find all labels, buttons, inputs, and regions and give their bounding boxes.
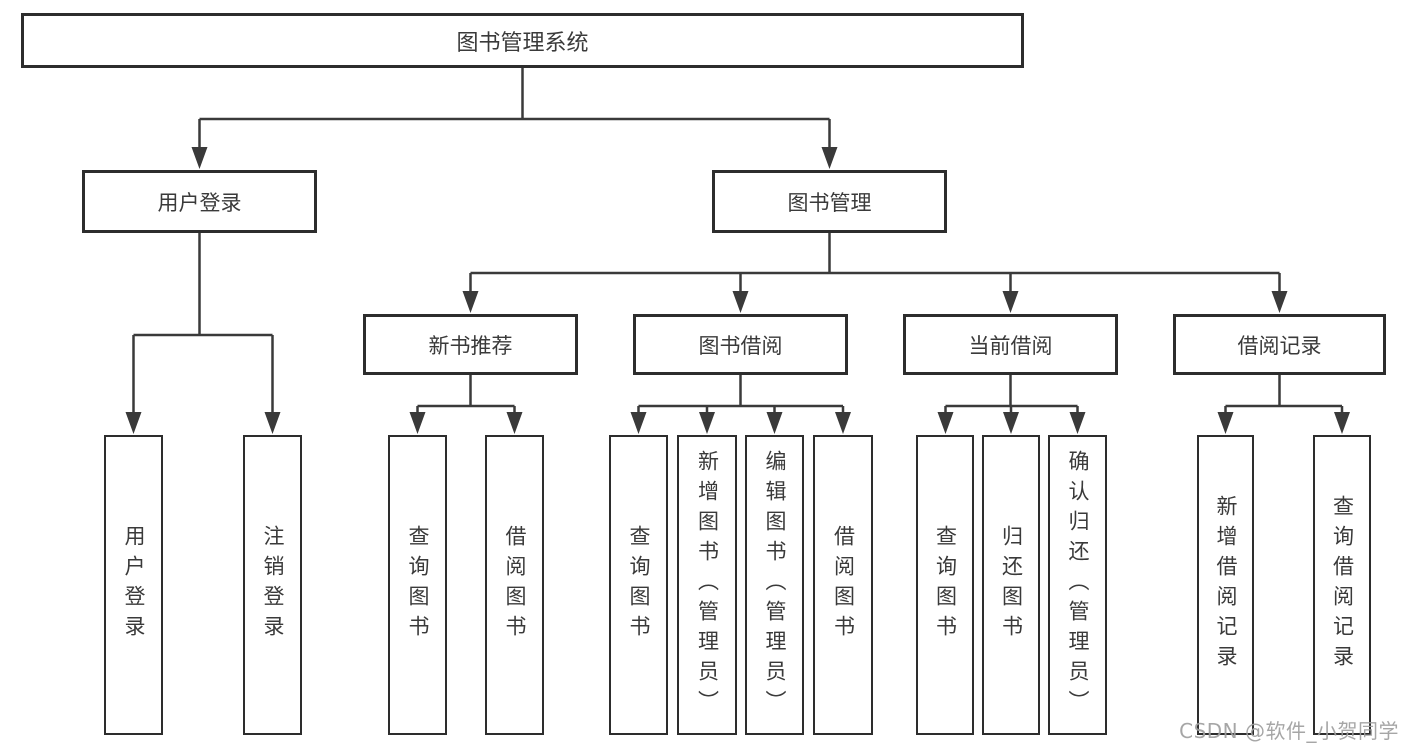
node-label: 注销登录 bbox=[261, 525, 285, 645]
node-add-book-admin: 新增图书（管理员） bbox=[677, 435, 737, 735]
node-label: 借阅记录 bbox=[1237, 333, 1322, 358]
node-logout: 注销登录 bbox=[243, 435, 302, 735]
node-user-login-leaf: 用户登录 bbox=[104, 435, 163, 735]
node-query-books-current: 查询图书 bbox=[916, 435, 974, 735]
node-confirm-return-admin: 确认归还（管理员） bbox=[1048, 435, 1107, 735]
node-label: 新增图书（管理员） bbox=[695, 450, 720, 720]
node-label: 归还图书 bbox=[999, 525, 1024, 645]
node-library-management-system: 图书管理系统 bbox=[21, 13, 1024, 68]
node-query-books-borrow: 查询图书 bbox=[609, 435, 668, 735]
watermark: CSDN @软件_小贺同学 bbox=[1179, 719, 1399, 743]
node-label: 新书推荐 bbox=[428, 333, 513, 358]
node-label: 查询借阅记录 bbox=[1330, 495, 1355, 675]
node-label: 用户登录 bbox=[157, 190, 242, 215]
node-label: 图书管理 bbox=[787, 190, 872, 215]
node-label: 查询图书 bbox=[933, 525, 958, 645]
node-label: 确认归还（管理员） bbox=[1066, 450, 1090, 720]
node-label: 用户登录 bbox=[122, 525, 146, 645]
node-label: 借阅图书 bbox=[831, 525, 856, 645]
node-user-login: 用户登录 bbox=[82, 170, 317, 233]
node-book-management: 图书管理 bbox=[712, 170, 947, 233]
node-label: 借阅图书 bbox=[503, 525, 527, 645]
node-borrow-books-newbook: 借阅图书 bbox=[485, 435, 544, 735]
node-borrow-books-borrow: 借阅图书 bbox=[813, 435, 873, 735]
node-label: 新增借阅记录 bbox=[1214, 495, 1238, 675]
node-label: 当前借阅 bbox=[968, 333, 1053, 358]
node-borrowing-records: 借阅记录 bbox=[1173, 314, 1386, 375]
node-book-borrowing: 图书借阅 bbox=[633, 314, 848, 375]
node-label: 查询图书 bbox=[406, 525, 430, 645]
node-new-book-recommendation: 新书推荐 bbox=[363, 314, 578, 375]
node-label: 图书借阅 bbox=[698, 333, 783, 358]
node-edit-book-admin: 编辑图书（管理员） bbox=[745, 435, 804, 735]
node-label: 编辑图书（管理员） bbox=[763, 450, 787, 720]
node-return-books: 归还图书 bbox=[982, 435, 1040, 735]
node-label: 图书管理系统 bbox=[456, 30, 589, 56]
node-label: 查询图书 bbox=[627, 525, 651, 645]
node-query-borrow-record: 查询借阅记录 bbox=[1313, 435, 1371, 735]
node-query-books-newbook: 查询图书 bbox=[388, 435, 447, 735]
node-add-borrow-record: 新增借阅记录 bbox=[1197, 435, 1254, 735]
node-current-borrowing: 当前借阅 bbox=[903, 314, 1118, 375]
